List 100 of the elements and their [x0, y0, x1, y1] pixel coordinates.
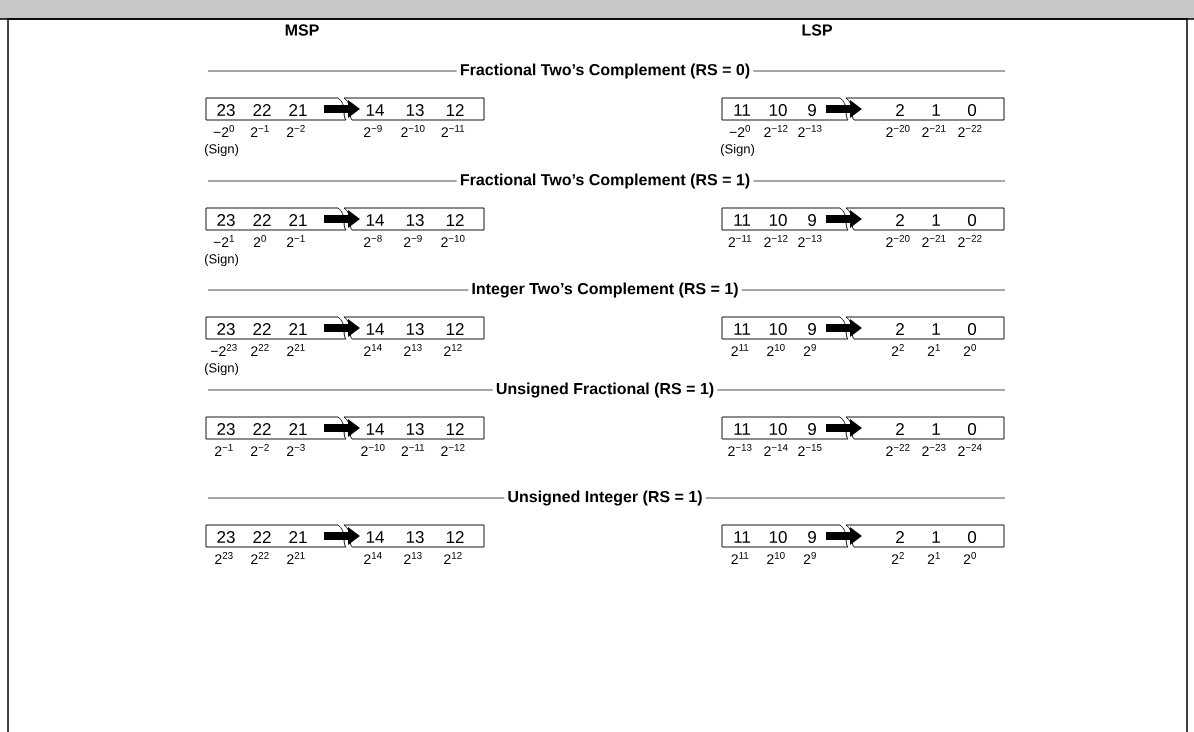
bit-number: 11	[734, 323, 750, 335]
bit-weight: 2$^{−2}$	[251, 443, 269, 456]
bit-weight: 2$^{9}$	[803, 343, 816, 356]
bit-weight: 2$^{−14}$	[764, 444, 788, 456]
bit-weight: 2$^{−11}$	[401, 444, 425, 456]
bit-weight: 2$^{10}$	[767, 551, 785, 564]
bit-number: 21	[289, 214, 307, 226]
bit-weight: −2$^{23}$	[211, 343, 237, 356]
bit-weight: 2$^{−1}$	[287, 235, 305, 247]
bit-number: 10	[769, 323, 787, 336]
bit-weight: 2$^{−13}$	[798, 124, 822, 137]
bit-weight: 2$^{1}$	[927, 552, 940, 564]
bit-number: 23	[217, 423, 235, 436]
bit-number: 23	[217, 214, 235, 227]
bit-weight: 2$^{0}$	[963, 551, 976, 564]
bit-weight: 2$^{−9}$	[364, 124, 382, 137]
bit-weight: 2$^{10}$	[767, 343, 785, 356]
column-heading: MSP	[285, 24, 319, 36]
bit-weight: 2$^{−20}$	[886, 124, 910, 137]
bit-weight: 2$^{13}$	[404, 551, 422, 564]
bit-weight: 2$^{22}$	[251, 343, 269, 356]
bit-number: 10	[769, 531, 787, 544]
bit-weight: 2$^{−3}$	[287, 443, 305, 456]
bit-weight: 2$^{−23}$	[922, 443, 946, 456]
bit-number: 22	[253, 423, 271, 435]
section-heading: Unsigned Integer (RS = 1)	[508, 490, 702, 506]
bit-weight: 2$^{1}$	[927, 344, 940, 356]
bit-weight: 2$^{−1}$	[251, 125, 269, 137]
bit-weight: 2$^{−10}$	[361, 443, 385, 456]
bit-number: 21	[289, 104, 307, 116]
sign-note: (Sign)	[205, 362, 239, 376]
sign-note: (Sign)	[205, 143, 239, 157]
section-heading: Integer Two’s Complement (RS = 1)	[472, 282, 738, 298]
bit-weight: 2$^{−9}$	[404, 234, 422, 247]
bit-weight: 2$^{9}$	[803, 551, 816, 564]
bit-weight: 2$^{2}$	[891, 343, 904, 356]
bit-number: 22	[253, 104, 271, 116]
bit-number: 10	[769, 423, 787, 436]
bit-number: 23	[217, 323, 235, 336]
bit-weight: 2$^{−11}$	[728, 235, 752, 247]
bit-number: 21	[289, 531, 307, 543]
bit-weight: 2$^{−20}$	[886, 234, 910, 247]
bit-weight: 2$^{21}$	[287, 343, 305, 356]
sign-note: (Sign)	[721, 143, 755, 157]
bit-number: 9	[808, 214, 816, 227]
bit-number: 23	[217, 531, 235, 544]
bit-number: 21	[289, 323, 307, 335]
bit-weight: 2$^{−13}$	[798, 234, 822, 247]
bit-weight: 2$^{2}$	[891, 551, 904, 564]
bit-weight: 2$^{−12}$	[441, 443, 465, 456]
bit-number: 22	[253, 531, 271, 543]
bit-weight: 2$^{11}$	[731, 344, 749, 356]
bit-weight: 2$^{13}$	[404, 343, 422, 356]
bit-number: 9	[808, 104, 816, 117]
bit-weight: 2$^{−15}$	[798, 444, 822, 456]
bit-number: 10	[769, 214, 787, 227]
sign-note: (Sign)	[205, 253, 239, 267]
bit-number: 9	[808, 323, 816, 336]
bit-weight: 2$^{12}$	[444, 343, 462, 356]
bit-weight: −2$^{0}$	[729, 124, 751, 137]
bit-number: 10	[769, 104, 787, 117]
bit-number: 22	[253, 323, 271, 335]
bit-weight: 2$^{11}$	[731, 552, 749, 564]
bit-weight: 2$^{0}$	[253, 234, 266, 247]
bit-number: 9	[808, 531, 816, 544]
bit-weight: 2$^{−22}$	[958, 124, 982, 137]
section-heading: Unsigned Fractional (RS = 1)	[496, 382, 714, 398]
bit-weight: 2$^{−11}$	[441, 125, 465, 137]
column-heading: LSP	[802, 24, 832, 36]
bit-weight: 2$^{−2}$	[287, 124, 305, 137]
bit-weight: 2$^{−10}$	[441, 234, 465, 247]
bit-weight: 2$^{−21}$	[922, 124, 946, 137]
bit-weight: 2$^{12}$	[444, 551, 462, 564]
bit-weight: 2$^{−13}$	[728, 443, 752, 456]
bit-weight: 2$^{−8}$	[364, 234, 382, 247]
bit-weight: 2$^{−24}$	[958, 443, 982, 456]
bit-number: 11	[734, 214, 750, 226]
bit-weight: 2$^{−21}$	[922, 234, 946, 247]
bit-weight: 2$^{−1}$	[215, 444, 233, 456]
bit-weight: 2$^{23}$	[215, 551, 233, 564]
bit-weight: 2$^{14}$	[364, 344, 382, 356]
bit-number: 11	[734, 104, 750, 116]
bit-weight: 2$^{−10}$	[401, 124, 425, 137]
bit-weight: 2$^{21}$	[287, 551, 305, 564]
bit-number: 9	[808, 423, 816, 436]
bit-weight: 2$^{−22}$	[958, 234, 982, 247]
bit-weight: 2$^{−22}$	[886, 443, 910, 456]
bit-number: 11	[734, 531, 750, 543]
bit-number: 11	[734, 423, 750, 435]
bit-number: 21	[289, 423, 307, 435]
bit-number: 23	[217, 104, 235, 117]
bit-weight: 2$^{22}$	[251, 551, 269, 564]
bit-weight: −2$^{1}$	[213, 235, 234, 247]
bit-number: 22	[253, 214, 271, 226]
bit-weight: 2$^{−12}$	[764, 124, 788, 137]
bit-weight: 2$^{0}$	[963, 343, 976, 356]
section-heading: Fractional Two’s Complement (RS = 1)	[460, 173, 750, 189]
bit-weight: 2$^{14}$	[364, 552, 382, 564]
bit-weight: 2$^{−12}$	[764, 234, 788, 247]
bit-weight: −2$^{0}$	[213, 124, 235, 137]
